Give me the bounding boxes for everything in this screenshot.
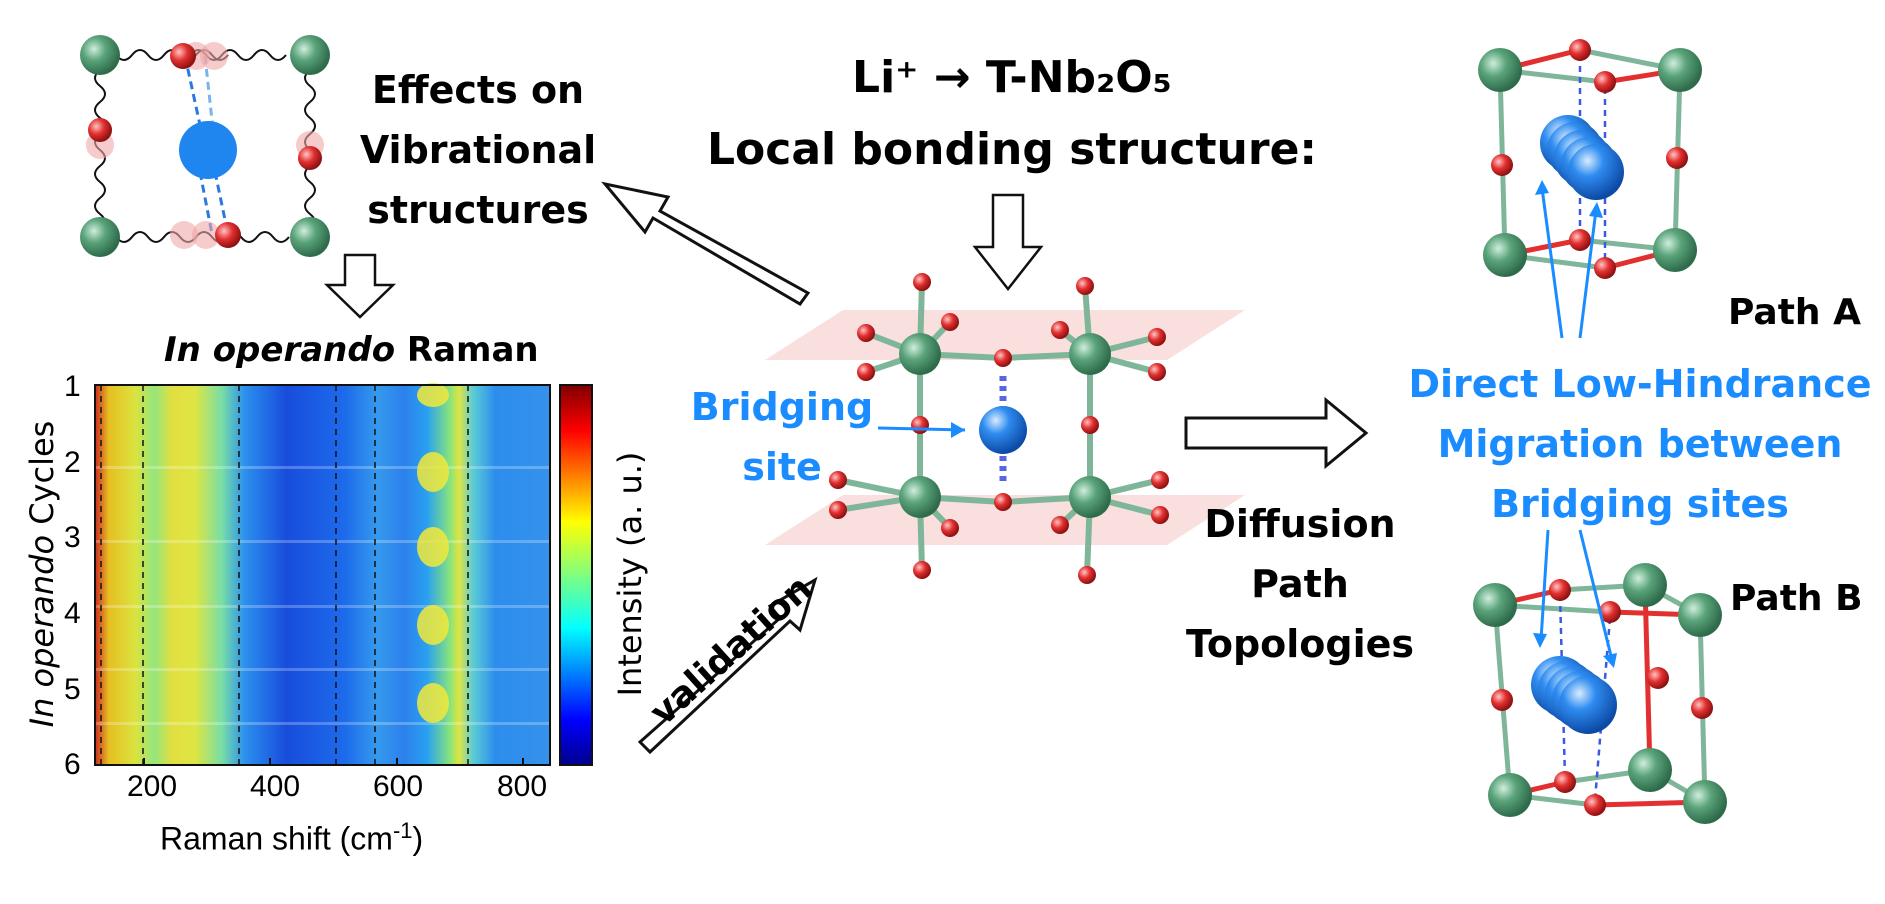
migration-label-3: Bridging sites [1491, 482, 1789, 526]
raman-title-normal: Raman [406, 330, 539, 370]
diffusion-label-2: Path [1251, 562, 1349, 606]
diffusion-label-1: Diffusion [1204, 502, 1396, 546]
validation-arrow [637, 576, 818, 755]
down-arrow-to-structure [972, 193, 1044, 292]
effects-label-1: Effects on [371, 68, 585, 112]
x-axis-label-close: ) [412, 820, 424, 857]
y-axis-label-italic: In operando [23, 534, 61, 728]
x-axis-label: Raman shift (cm-1) [160, 818, 423, 858]
y-tick-2: 2 [64, 446, 81, 479]
x-axis-label-sup: -1 [392, 818, 413, 843]
right-arrow-to-paths [1184, 396, 1369, 470]
migration-label-1: Direct Low-Hindrance [1408, 362, 1872, 406]
x-tick-600: 600 [372, 770, 424, 803]
path-b-structure [1473, 529, 1727, 824]
path-a-structure [1478, 39, 1702, 339]
effects-label-2: Vibrational [359, 128, 597, 172]
raman-title: In operando Raman [164, 330, 539, 370]
colorbar [559, 384, 593, 766]
bridging-site-label-1: Bridging [690, 385, 874, 429]
diffusion-label-3: Topologies [1185, 622, 1415, 666]
raman-heatmap [94, 383, 551, 766]
migration-label-2: Migration between [1437, 422, 1843, 466]
arrow-to-effects [601, 181, 811, 306]
y-tick-3: 3 [64, 521, 81, 554]
y-axis-label-normal: Cycles [23, 420, 61, 525]
reaction-title: Li⁺ → T-Nb₂O₅ [852, 52, 1172, 103]
down-arrow-icon [323, 253, 397, 319]
y-tick-5: 5 [64, 673, 81, 706]
x-axis-label-text: Raman shift (cm [160, 820, 393, 857]
y-tick-1: 1 [64, 370, 81, 403]
colorbar-label: Intensity (a. u.) [611, 451, 649, 697]
y-tick-6: 6 [64, 748, 81, 781]
vibrational-diagram [80, 35, 330, 257]
path-b-label: Path B [1730, 578, 1863, 619]
y-tick-4: 4 [64, 597, 81, 630]
crystal-structure [765, 273, 1245, 584]
y-axis-label: In operando Cycles [23, 394, 61, 754]
bridging-site-label-2: site [742, 445, 822, 489]
x-tick-200: 200 [126, 770, 178, 803]
path-a-label: Path A [1728, 292, 1861, 333]
x-tick-800: 800 [496, 770, 548, 803]
raman-title-italic: In operando [164, 330, 396, 370]
effects-label-3: structures [367, 188, 589, 232]
x-tick-400: 400 [249, 770, 301, 803]
local-bonding-title: Local bonding structure: [706, 124, 1318, 175]
